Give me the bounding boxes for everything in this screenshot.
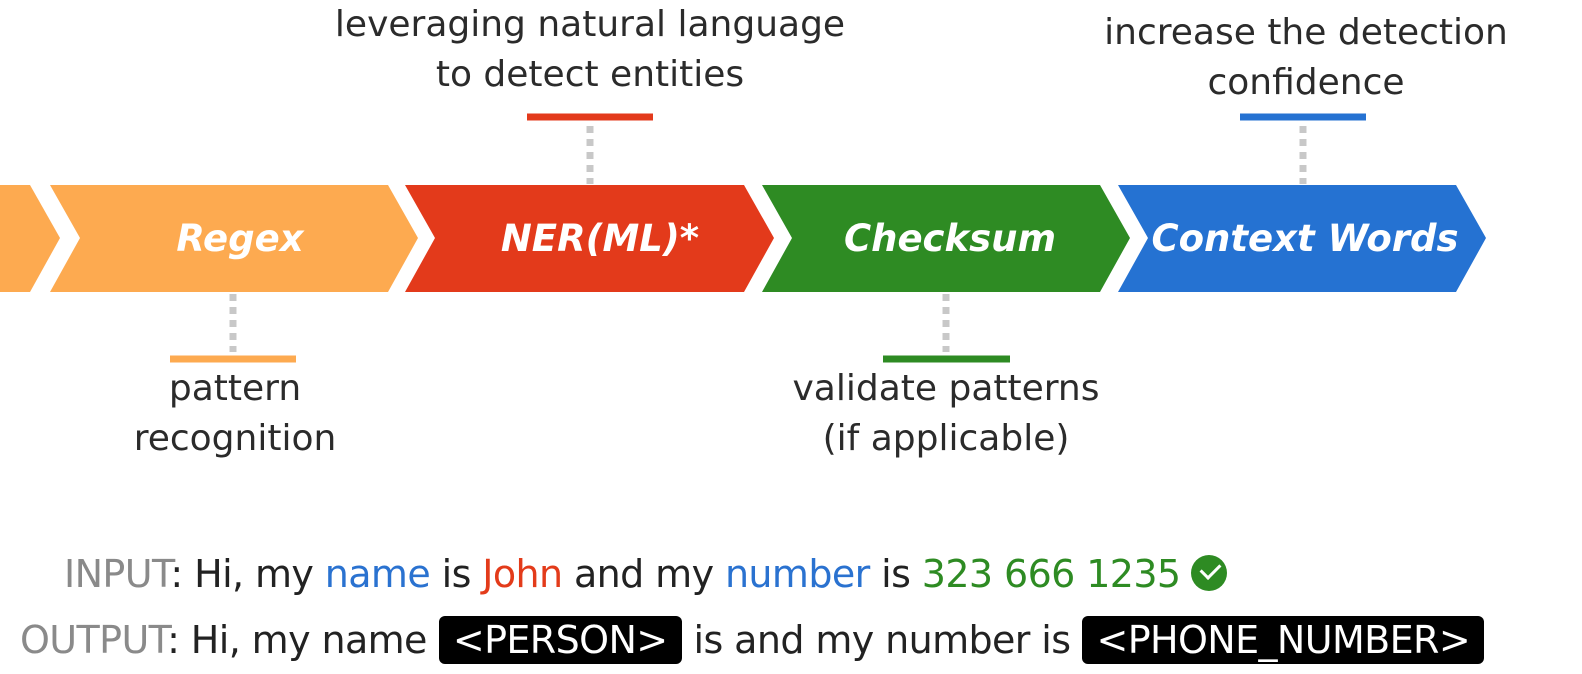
- caption-context-line1: increase the detection: [1104, 12, 1508, 53]
- stage-label-regex: Regex: [176, 217, 304, 260]
- input-colon: :: [170, 552, 183, 596]
- input-tag: INPUT: [64, 552, 171, 596]
- caption-checksum-line1: validate patterns: [792, 368, 1100, 409]
- stage-arrow-partial: [0, 185, 60, 292]
- input-text-4: is: [869, 552, 922, 596]
- stage-arrow-regex: [50, 185, 418, 292]
- input-text-3: and my: [562, 552, 725, 596]
- stage-arrow-ner: [405, 185, 774, 292]
- caption-ner-line1: leveraging natural language: [334, 4, 846, 45]
- stage-arrow-context: [1118, 185, 1486, 292]
- stage-label-ner: NER(ML)*: [501, 217, 699, 260]
- phone-number-value: 323 666 1235: [921, 552, 1181, 596]
- caption-context: increase the detection confidence: [1056, 8, 1556, 108]
- caption-regex-line2: recognition: [133, 418, 337, 459]
- caption-checksum-line2: (if applicable): [822, 418, 1070, 459]
- input-text-1: Hi, my: [182, 552, 325, 596]
- entity-word-john: John: [482, 552, 563, 596]
- output-tag: OUTPUT: [20, 618, 168, 662]
- stage-label-context: Context Words: [1151, 217, 1458, 260]
- output-text-2: is and my number is: [693, 618, 1072, 662]
- caption-checksum: validate patterns (if applicable): [746, 364, 1146, 464]
- person-tag-pill: <PERSON>: [438, 616, 682, 664]
- output-colon: :: [167, 618, 180, 662]
- output-sentence: OUTPUT: Hi, my name<PERSON>is and my num…: [20, 616, 1496, 664]
- caption-regex-line1: pattern: [168, 368, 302, 409]
- output-text-1: Hi, my name: [179, 618, 428, 662]
- check-circle-icon: [1190, 555, 1227, 591]
- stage-label-checksum: Checksum: [844, 217, 1056, 260]
- caption-ner-line2: to detect entities: [435, 54, 745, 95]
- caption-ner: leveraging natural language to detect en…: [290, 0, 890, 100]
- input-text-2: is: [430, 552, 483, 596]
- input-sentence: INPUT: Hi, my name is John and my number…: [64, 552, 1227, 596]
- stage-arrow-checksum: [762, 185, 1130, 292]
- context-word-name: name: [324, 552, 431, 596]
- context-word-number: number: [724, 552, 870, 596]
- caption-regex: pattern recognition: [60, 364, 410, 464]
- phone-number-tag-pill: <PHONE_NUMBER>: [1082, 616, 1485, 664]
- caption-context-line2: confidence: [1207, 62, 1405, 103]
